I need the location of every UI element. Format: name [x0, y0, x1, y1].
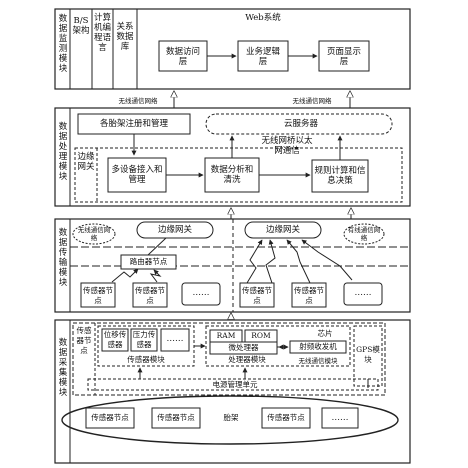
sensor-node-group-label: 传感器节点	[76, 326, 92, 355]
wired-cloud-label: 有线通信网络	[347, 226, 381, 242]
cloud-server-box	[205, 113, 393, 135]
microprocessor-label: 微处理器	[228, 343, 259, 352]
sensor-node-t6	[343, 282, 383, 306]
analysis-box	[204, 157, 260, 193]
frame-sensor-4-label: ……	[331, 413, 349, 423]
logic-layer-label: 业务逻辑层	[245, 47, 280, 67]
pressure-sensor-label: 压力传感器	[132, 330, 156, 349]
wireless-cloud-label: 无线通信网络	[77, 226, 111, 242]
sensor-node-t5-label: 传感器节点	[294, 286, 324, 305]
planning-box	[311, 159, 369, 193]
ethernet-label: 无线网桥以太网通信	[261, 136, 313, 156]
sensor-module-label: 传感器模块	[127, 355, 165, 364]
display-layer-label: 页面显示层	[326, 47, 361, 67]
edge-gateway-region	[74, 147, 403, 203]
frame-sensor-2-label: 传感器节点	[157, 413, 195, 422]
processing-layer-label: 数据处理模块	[58, 122, 68, 182]
displacement-sensor-label: 位移传感器	[103, 330, 127, 349]
more-sensors	[160, 328, 190, 352]
wireless-label-left: 无线通信网络	[118, 97, 158, 105]
wireless-label-right: 无线通信网络	[292, 97, 332, 105]
router-node-label: 路由器节点	[129, 257, 168, 266]
frame-sensor-2	[151, 407, 201, 429]
acquisition-layer-frame	[54, 319, 411, 464]
transmission-layer-label: 数据传输模块	[58, 228, 68, 288]
rf-label: 射频收发机	[299, 342, 337, 351]
frame-ellipse	[61, 395, 399, 445]
sensor-node-t1	[80, 282, 116, 308]
sensor-node-t4	[239, 282, 275, 308]
edge-gateway-label: 边缘网关	[77, 152, 95, 172]
programming-language: 计算机编程语言	[93, 13, 111, 53]
processor-module-frame	[205, 325, 351, 367]
edge-gateway-left-label: 边缘网关	[157, 225, 192, 235]
sensor-node-t4-label: 传感器节点	[242, 286, 272, 305]
monitor-layer-label: 数据监测模块	[58, 14, 68, 74]
chip-label: 芯片	[317, 329, 333, 338]
display-layer-box	[318, 40, 370, 72]
wired-cloud-right	[343, 223, 385, 245]
frame-sensor-4	[321, 407, 359, 429]
sensor-node-t2	[132, 282, 168, 308]
acquisition-layer-label: 数据采集模块	[58, 338, 68, 398]
power-unit	[87, 378, 379, 391]
bs-architecture: B/S架构	[72, 16, 90, 36]
power-unit-label: 电源管理单元	[212, 380, 258, 389]
frame-sensor-3	[261, 407, 311, 429]
gps-module-label: GPS模块	[356, 345, 380, 364]
monitor-layer-frame	[54, 8, 411, 90]
more-sensors-label: ……	[166, 334, 184, 344]
sensor-node-group	[72, 322, 386, 396]
displacement-sensor	[101, 328, 129, 352]
logic-layer-box	[237, 40, 289, 72]
rom-label: ROM	[251, 331, 271, 340]
frame-sensor-1	[85, 407, 135, 429]
access-layer-box	[158, 40, 208, 72]
sensor-node-t5	[291, 282, 327, 308]
rf-box	[289, 340, 347, 354]
frame-label: 胎架	[223, 413, 239, 422]
edge-gateway-right-label: 边缘网关	[265, 225, 300, 235]
web-system-title: Web系统	[245, 13, 281, 23]
frame-sensor-3-label: 传感器节点	[267, 413, 305, 422]
edge-gateway-right	[244, 221, 322, 239]
edge-gateway-left	[136, 221, 214, 239]
sensor-node-t2-label: 传感器节点	[135, 286, 165, 305]
ram-label: RAM	[216, 331, 236, 340]
cloud-server-label: 云服务器	[283, 119, 318, 129]
sensor-node-t3	[181, 282, 221, 306]
microprocessor-box	[209, 341, 278, 355]
multi-device-label: 多设备接入和管理	[111, 165, 163, 185]
wireless-module-label: 无线通信模块	[298, 357, 338, 365]
processor-module-label: 处理器模块	[228, 355, 266, 364]
relational-database: 关系数据库	[116, 22, 134, 52]
wireless-cloud-left	[72, 223, 116, 245]
sensor-node-t3-label: ……	[192, 288, 210, 298]
access-layer-label: 数据访问层	[165, 47, 200, 67]
processing-layer-frame	[54, 107, 411, 207]
sensor-node-t1-label: 传感器节点	[83, 286, 113, 305]
pressure-sensor	[130, 328, 158, 352]
register-label: 各胎架注册和管理	[99, 119, 168, 129]
sensor-node-t6-label: ……	[354, 288, 372, 298]
frame-sensor-1-label: 传感器节点	[91, 413, 129, 422]
planning-label: 规则计算和信息决策	[314, 166, 366, 186]
analysis-label: 数据分析和清洗	[210, 165, 254, 185]
